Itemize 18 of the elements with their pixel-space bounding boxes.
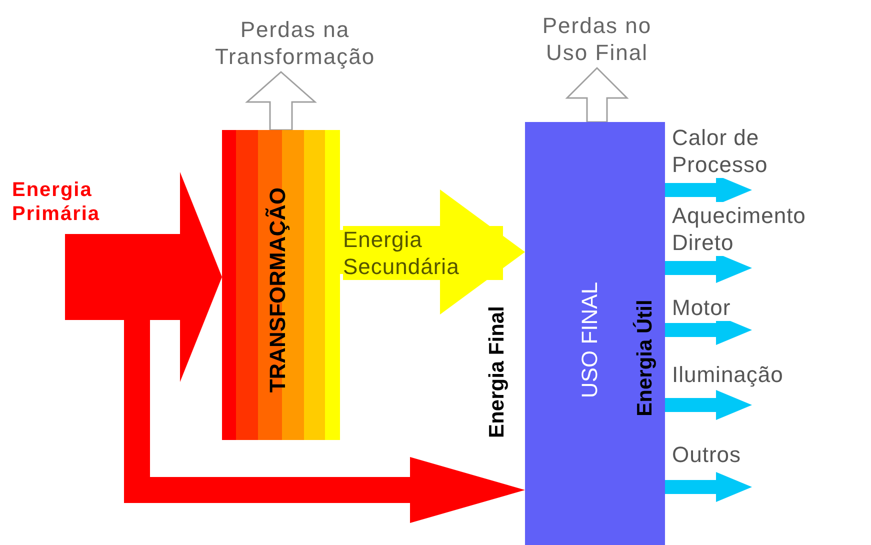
box-title: USO FINAL <box>578 282 602 398</box>
hollow-arrow <box>245 71 317 131</box>
box-text: Energia Útil <box>633 300 657 416</box>
process-box <box>222 130 340 440</box>
block-arrow <box>665 253 752 283</box>
process-box <box>525 122 665 545</box>
hollow-arrow <box>565 66 629 123</box>
box-title: TRANSFORMAÇÃO <box>266 187 290 393</box>
block-arrow <box>665 390 752 420</box>
block-arrow <box>65 172 222 382</box>
side-label: Energia Final <box>485 306 509 438</box>
block-arrow <box>665 175 752 205</box>
block-arrow <box>124 318 525 523</box>
block-arrow <box>665 472 752 502</box>
flow-label: Energia Primária <box>12 178 162 226</box>
flow-label: Perdas na Transformação <box>172 16 418 70</box>
flow-label: Perdas no Uso Final <box>522 12 672 66</box>
edge-label: Energia Secundária <box>343 226 503 280</box>
